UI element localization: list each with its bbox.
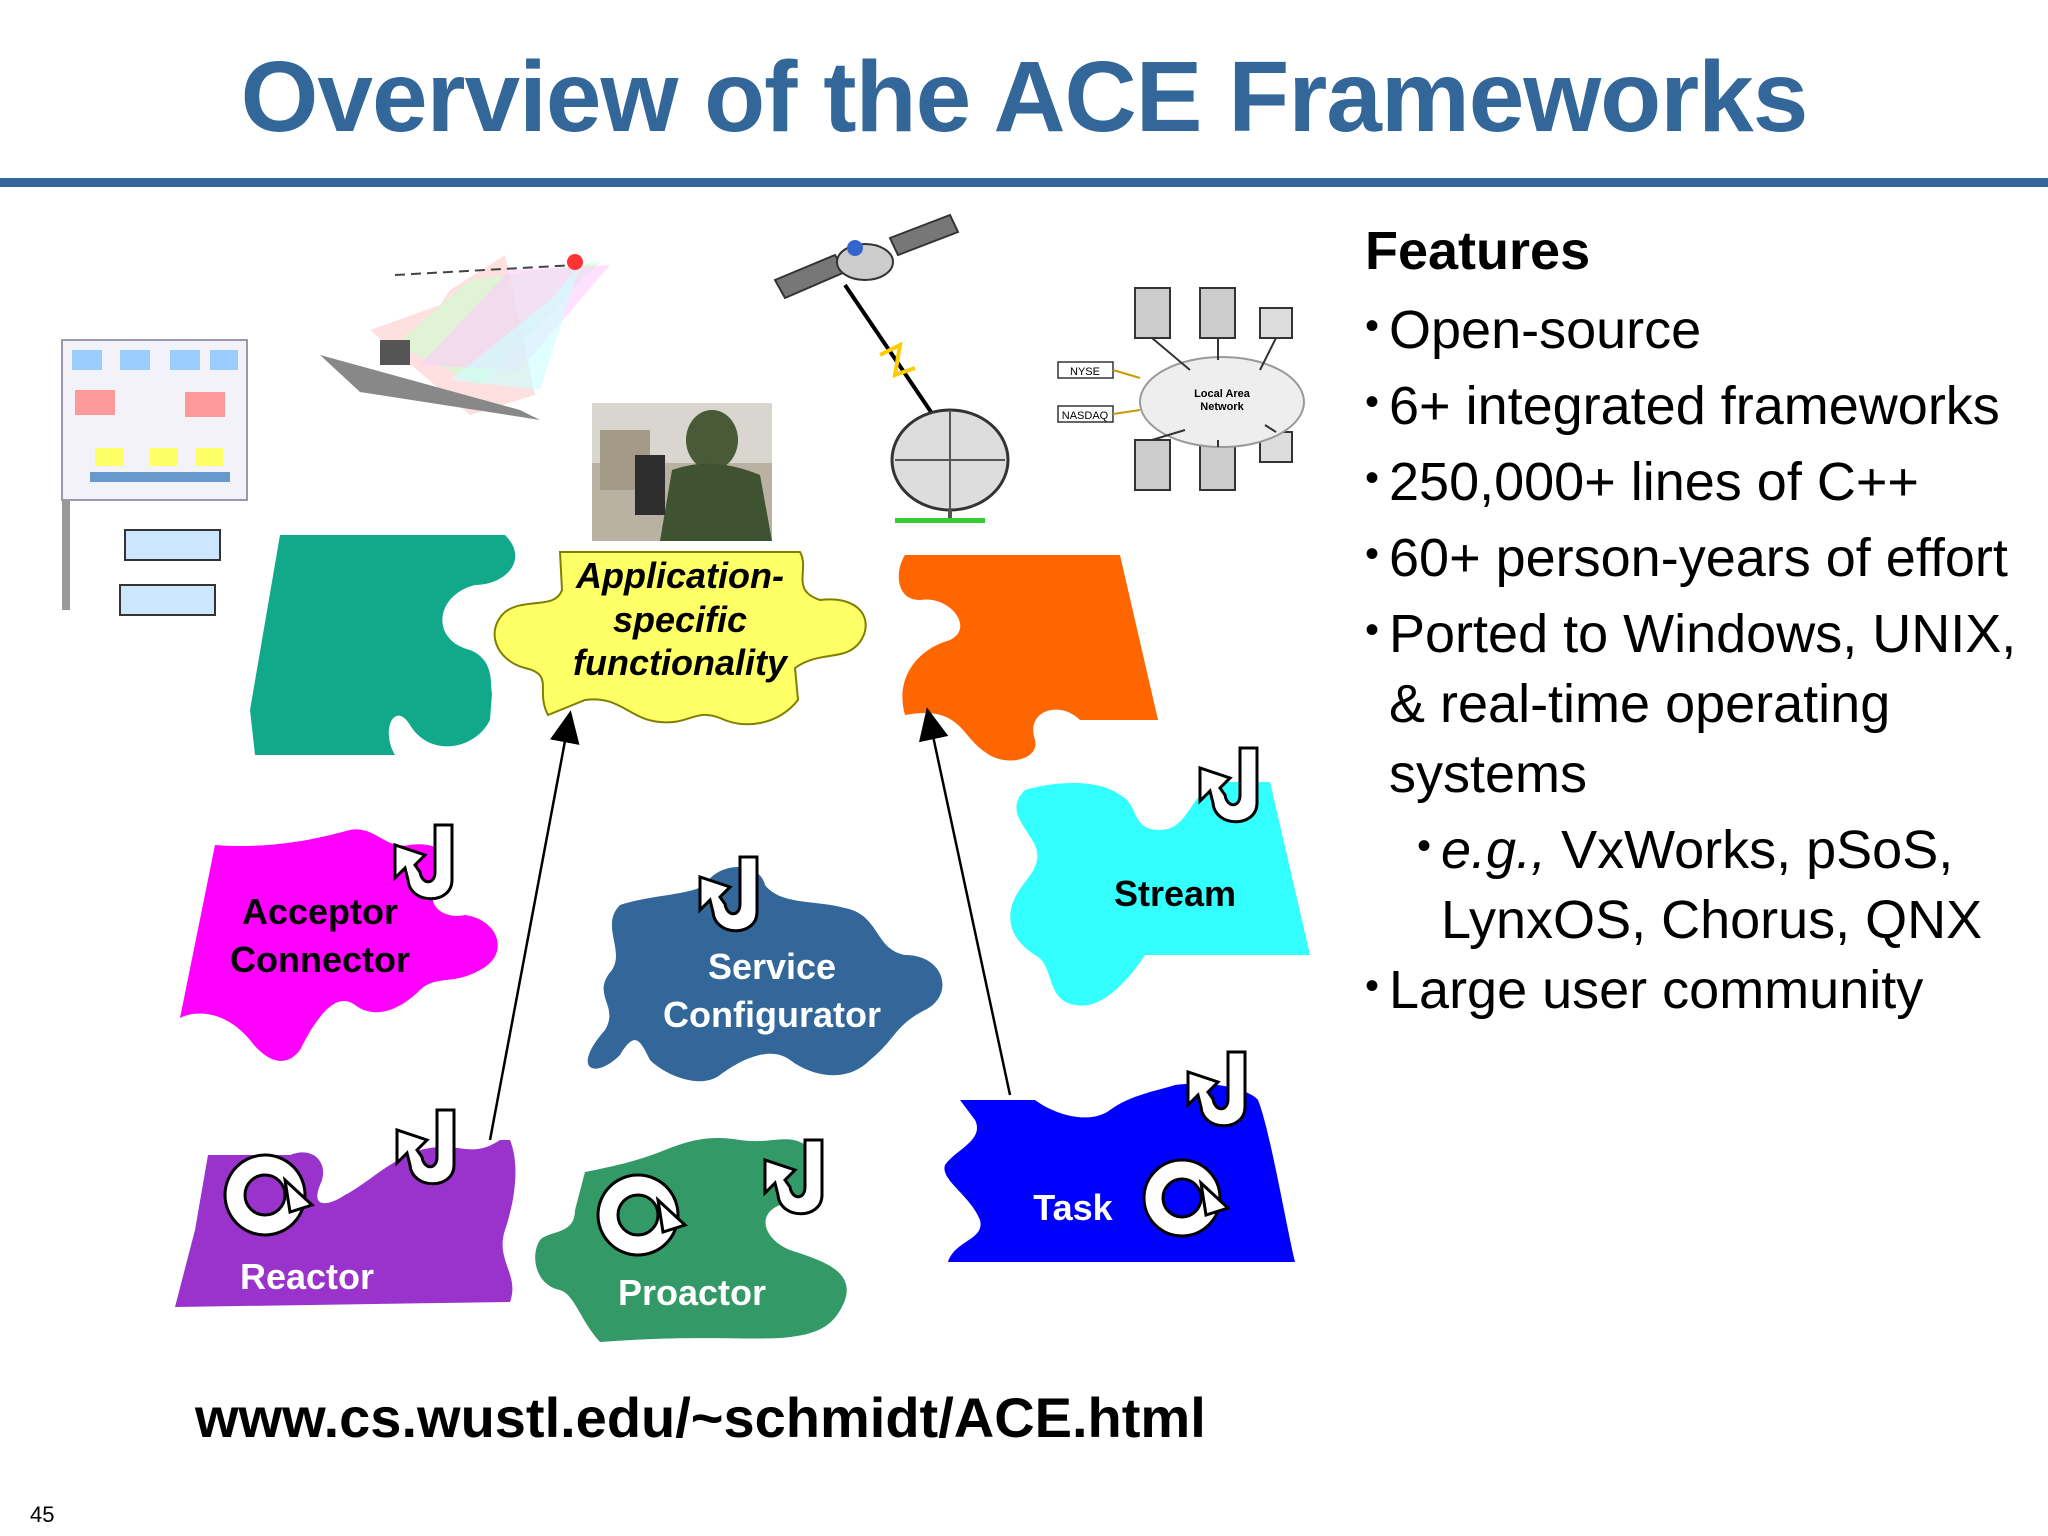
event-loop-icon-proactor	[596, 1173, 688, 1257]
app-piece-line1: Application-	[575, 555, 784, 596]
task-label: Task	[1033, 1187, 1113, 1228]
feature-loc: 250,000+ lines of C++	[1365, 443, 2045, 517]
app-piece-line3: functionality	[573, 642, 789, 683]
arrow-reactor-to-app	[488, 710, 580, 1141]
event-loop-icon-reactor	[223, 1153, 315, 1237]
hook-icon-task	[1186, 1050, 1247, 1128]
satellite-dish-icon	[773, 213, 1010, 523]
teal-puzzle-piece	[250, 535, 516, 755]
orange-puzzle-piece	[898, 555, 1158, 761]
lan-label-1: Local Area	[1194, 388, 1251, 400]
feature-frameworks: 6+ integrated frameworks	[1365, 367, 2045, 441]
features-list: Open-source 6+ integrated frameworks 250…	[1365, 291, 2045, 1031]
feature-open-source: Open-source	[1365, 291, 2045, 365]
distributed-system-icon	[61, 339, 248, 616]
os-list: VxWorks, pSoS, LynxOS, Chorus, QNX	[1441, 820, 1983, 950]
app-piece-line2: specific	[613, 599, 747, 640]
slide-title: Overview of the ACE Frameworks	[240, 41, 1809, 153]
acceptor-label: Acceptor	[242, 891, 398, 932]
arrow-task-to-app	[919, 707, 1012, 1096]
feature-ported: Ported to Windows, UNIX, & real-time ope…	[1365, 595, 2045, 809]
configurator-label: Configurator	[663, 994, 881, 1035]
event-loop-icon-task	[1142, 1158, 1231, 1238]
stream-label: Stream	[1114, 873, 1236, 914]
hook-icon-stream	[1198, 746, 1259, 824]
hook-icon-acceptor	[393, 823, 454, 901]
service-label: Service	[708, 946, 836, 987]
radar-ship-icon	[320, 254, 610, 420]
proactor-label: Proactor	[618, 1272, 766, 1313]
connector-label: Connector	[230, 939, 410, 980]
hook-icon-service	[698, 855, 759, 933]
nasdaq-label: NASDAQ	[1062, 410, 1109, 422]
ace-url: www.cs.wustl.edu/~schmidt/ACE.html	[195, 1386, 1206, 1449]
hook-icon-proactor	[763, 1138, 824, 1216]
title-rule	[0, 178, 2048, 187]
feature-community: Large user community	[1365, 951, 2045, 1025]
lan-label-2: Network	[1200, 401, 1244, 413]
hook-icon-reactor	[395, 1108, 456, 1186]
ace-framework-diagram: NYSE NASDAQ Local Area Network Applicati…	[61, 213, 1310, 1342]
nyse-label: NYSE	[1070, 366, 1100, 378]
feature-os-examples: e.g., VxWorks, pSoS, LynxOS, Chorus, QNX	[1417, 811, 2045, 955]
page-number: 45	[30, 1502, 55, 1527]
soldier-photo	[592, 403, 772, 541]
network-icon: NYSE NASDAQ Local Area Network	[1057, 287, 1305, 491]
app-specific-piece	[493, 551, 867, 726]
stream-piece	[1010, 782, 1310, 1006]
reactor-label: Reactor	[240, 1256, 374, 1297]
feature-person-years: 60+ person-years of effort	[1365, 519, 2045, 593]
eg-label: e.g.,	[1441, 820, 1547, 880]
features-heading: Features	[1365, 221, 1591, 281]
service-configurator-piece	[587, 866, 943, 1082]
